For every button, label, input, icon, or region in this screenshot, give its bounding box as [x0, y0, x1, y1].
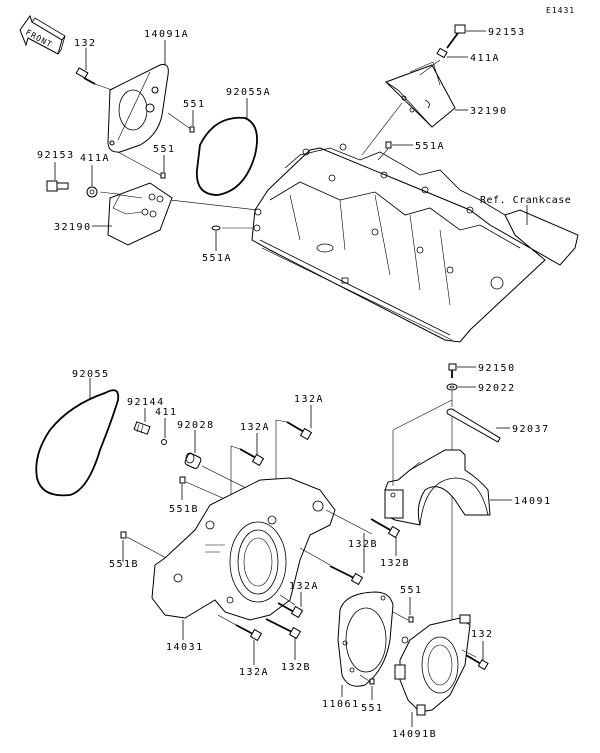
pin-551-icon — [369, 678, 375, 685]
bolt-132B-icon — [370, 518, 401, 539]
label-551B-1: 551B — [169, 504, 199, 515]
label-11061: 11061 — [322, 699, 360, 710]
label-92037: 92037 — [512, 424, 550, 435]
label-411A-left: 411A — [80, 153, 110, 164]
gasket-11061-icon — [337, 591, 394, 687]
label-132A-2: 132A — [294, 394, 324, 405]
bolt-132A-icon — [235, 624, 263, 642]
guard-14091-icon — [384, 449, 491, 526]
bolt-132B-icon — [265, 618, 302, 640]
label-132B-1: 132B — [348, 539, 378, 550]
ball-411-icon — [161, 439, 167, 445]
bolt-132A-icon — [286, 421, 313, 441]
label-32190-left: 32190 — [54, 222, 92, 233]
label-14031: 14031 — [166, 642, 204, 653]
crankcase-lower-icon — [251, 143, 579, 343]
label-132B-3: 132B — [281, 662, 311, 673]
pin-551-icon — [408, 616, 414, 623]
label-551-d: 551 — [361, 703, 384, 714]
bolt-132A-icon — [277, 602, 304, 619]
washer-411A-top-icon — [436, 47, 448, 59]
label-132-bottom: 132 — [471, 629, 494, 640]
bolt-132A-icon — [239, 448, 265, 467]
collar-92028-icon — [184, 452, 202, 469]
bolt-92153-top-icon — [446, 24, 466, 49]
label-92022: 92022 — [478, 383, 516, 394]
label-32190-top: 32190 — [470, 106, 508, 117]
washer-411A-icon — [86, 186, 98, 198]
label-551A-left: 551A — [202, 253, 232, 264]
label-132A-1: 132A — [240, 422, 270, 433]
pin-551B-icon — [120, 531, 127, 539]
pin-551A-icon — [211, 225, 221, 231]
label-551-c: 551 — [400, 585, 423, 596]
cover-14091A-icon — [107, 64, 169, 153]
label-551A-top: 551A — [415, 141, 445, 152]
label-92055: 92055 — [72, 369, 110, 380]
bolt-92150-icon — [448, 363, 457, 378]
pin-551-icon — [189, 126, 195, 133]
oring-92055-icon — [35, 389, 120, 497]
label-14091B: 14091B — [392, 729, 437, 740]
oring-92055A-icon — [195, 116, 258, 196]
cover-14091B-icon — [394, 614, 471, 716]
ref-crankcase-label: Ref. Crankcase — [480, 195, 571, 206]
diagram-code: E1431 — [546, 6, 575, 15]
bracket-32190-top-icon — [385, 61, 456, 128]
bolt-132-bottom-icon — [465, 654, 489, 671]
label-411A-top: 411A — [470, 53, 500, 64]
washer-92022-icon — [446, 383, 458, 391]
label-551-b: 551 — [153, 144, 176, 155]
label-92144: 92144 — [127, 397, 165, 408]
front-arrow-icon: FRONT — [19, 14, 66, 55]
bolt-132B-icon — [329, 565, 364, 586]
pin-551-icon — [160, 172, 166, 179]
label-92028: 92028 — [177, 420, 215, 431]
label-132B-2: 132B — [380, 558, 410, 569]
label-411: 411 — [155, 407, 178, 418]
label-551B-2: 551B — [109, 559, 139, 570]
label-92153-top: 92153 — [488, 27, 526, 38]
label-92150: 92150 — [478, 363, 516, 374]
label-132-top: 132 — [74, 38, 97, 49]
label-14091A: 14091A — [144, 29, 189, 40]
label-551-a: 551 — [183, 99, 206, 110]
pin-551B-icon — [179, 476, 186, 484]
cover-14031-icon — [151, 477, 336, 621]
label-132A-4: 132A — [239, 667, 269, 678]
bracket-32190-icon — [107, 182, 173, 246]
label-92153-left: 92153 — [37, 150, 75, 161]
bolt-132-icon — [75, 67, 96, 85]
label-132A-3: 132A — [289, 581, 319, 592]
label-92055A: 92055A — [226, 87, 271, 98]
spring-92144-icon — [133, 421, 151, 435]
bolt-92153-icon — [46, 180, 69, 192]
pin-551A-top-icon — [385, 141, 392, 149]
label-14091: 14091 — [514, 496, 552, 507]
clamp-92037-icon — [446, 408, 501, 443]
